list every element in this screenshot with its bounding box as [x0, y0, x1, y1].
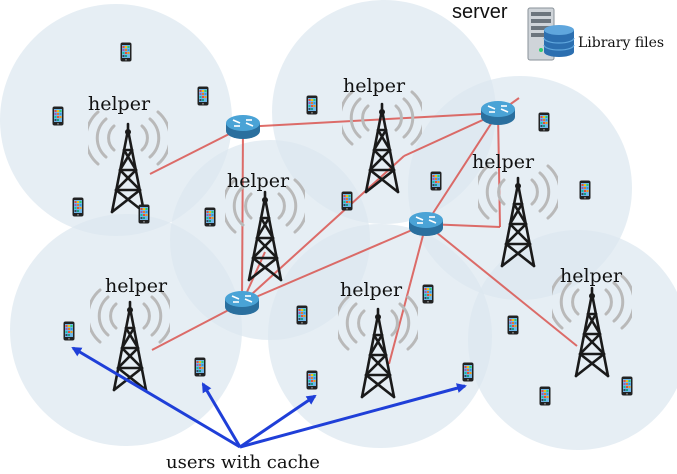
smartphone-icon: [138, 204, 150, 224]
link-r3-r4: [425, 112, 499, 225]
helper-h5: helper: [90, 275, 170, 392]
smartphone-icon: [430, 171, 442, 191]
router-icon: [480, 100, 516, 126]
backhaul-links: [149, 97, 578, 365]
helper-label: helper: [105, 275, 168, 297]
link-r4-r2: [241, 223, 427, 304]
link-h5-r2: [151, 302, 243, 351]
smartphone-icon: [306, 370, 318, 390]
helper-towers: helper helper helper helper helper helper help…: [88, 75, 632, 399]
smartphone-icon: [621, 376, 633, 396]
helper-label: helper: [340, 279, 403, 301]
helper-label: helper: [560, 265, 623, 287]
link-r3-h4: [497, 112, 501, 228]
link-h2-r2: [241, 155, 405, 304]
coverage-cells: [0, 0, 677, 450]
link-r1-r2: [241, 126, 244, 304]
smartphone-icon: [341, 191, 353, 211]
smartphone-icon: [120, 42, 132, 62]
users-with-cache-label: users with cache: [166, 452, 320, 473]
helper-label: helper: [227, 170, 290, 192]
helper-label: helper: [343, 75, 406, 97]
link-h1-r1: [149, 126, 244, 175]
smartphone-icon: [72, 197, 84, 217]
smartphone-icon: [197, 86, 209, 106]
cache-arrow: [201, 382, 242, 448]
helper-h7: helper: [552, 265, 632, 378]
smartphone-icon: [422, 284, 434, 304]
router-icon: [408, 211, 444, 237]
helper-h4: helper: [472, 151, 558, 268]
helper-h1: helper: [88, 93, 168, 214]
library-files-label: Library files: [578, 35, 664, 51]
link-r3-h2: [403, 112, 499, 157]
link-r4-h7: [425, 223, 578, 347]
helper-h2: helper: [342, 75, 422, 194]
smartphone-icon: [306, 95, 318, 115]
helper-label: helper: [88, 93, 151, 115]
smartphone-icon: [63, 321, 75, 341]
smartphone-icon: [462, 362, 474, 382]
link-r1-r3: [242, 112, 499, 128]
smartphone-icon: [204, 207, 216, 227]
router-icon: [224, 290, 260, 316]
cache-arrow: [239, 394, 317, 449]
cache-arrows: [71, 346, 467, 449]
smartphone-icon: [579, 180, 591, 200]
router-icon: [225, 114, 261, 140]
smartphone-icon: [507, 315, 519, 335]
coverage-cell: [0, 4, 232, 236]
smartphone-icon: [194, 357, 206, 377]
helper-label: helper: [472, 151, 535, 173]
smartphone-icon: [538, 112, 550, 132]
server-node: server Library files: [452, 1, 664, 61]
cache-arrow: [71, 346, 241, 449]
database-icon: [543, 25, 575, 57]
smartphone-icon: [539, 386, 551, 406]
helper-h6: helper: [338, 279, 418, 399]
smartphone-icon: [296, 305, 308, 325]
link-r4-h6: [388, 223, 427, 365]
server-label: server: [452, 1, 508, 23]
helper-h3: helper: [225, 170, 305, 282]
smartphone-icon: [52, 106, 64, 126]
cache-arrow: [239, 383, 467, 449]
